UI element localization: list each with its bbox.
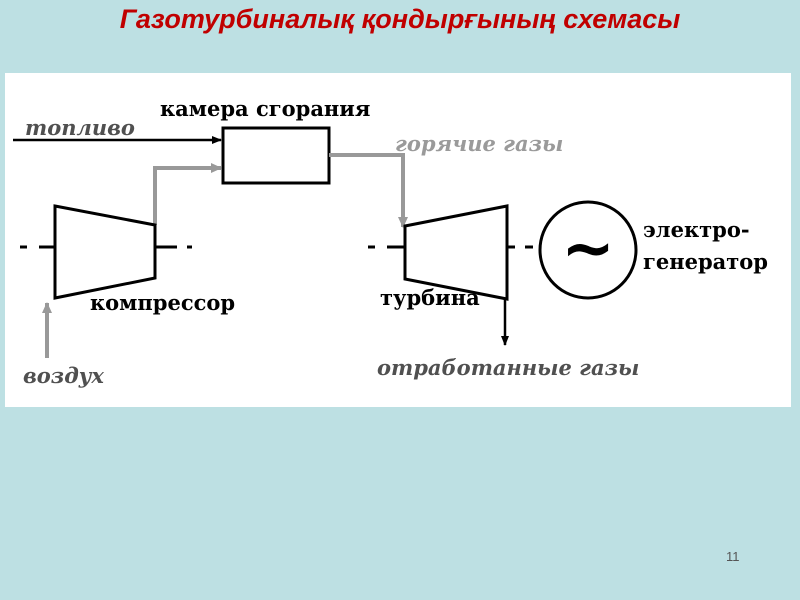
- slide-title: Газотурбиналық қондырғының схемасы: [119, 4, 681, 34]
- combustion-chamber-label: камера сгорания: [160, 96, 370, 121]
- exhaust-gases-label: отработанные газы: [377, 355, 639, 380]
- turbine-label: турбина: [380, 285, 480, 310]
- air-label: воздух: [23, 363, 104, 388]
- generator: [538, 200, 638, 300]
- turbine: [403, 204, 509, 301]
- combustion-chamber: [221, 126, 331, 185]
- generator-label-line1: электро-: [643, 217, 750, 242]
- diagram-panel: топливо камера сгорания горячие газы ком…: [5, 73, 791, 407]
- generator-label-line2: генератор: [643, 249, 768, 274]
- compressed-air-line: [153, 163, 222, 225]
- gas-turbine-diagram: топливо камера сгорания горячие газы ком…: [13, 96, 768, 388]
- generator-symbol-icon: ~: [561, 212, 615, 286]
- hot-gases-label: горячие газы: [395, 131, 563, 156]
- compressor-label: компрессор: [90, 290, 235, 315]
- hot-gases-line: [329, 153, 408, 228]
- fuel-label: топливо: [25, 115, 135, 140]
- page-number: 11: [726, 549, 740, 564]
- compressor: [53, 204, 157, 300]
